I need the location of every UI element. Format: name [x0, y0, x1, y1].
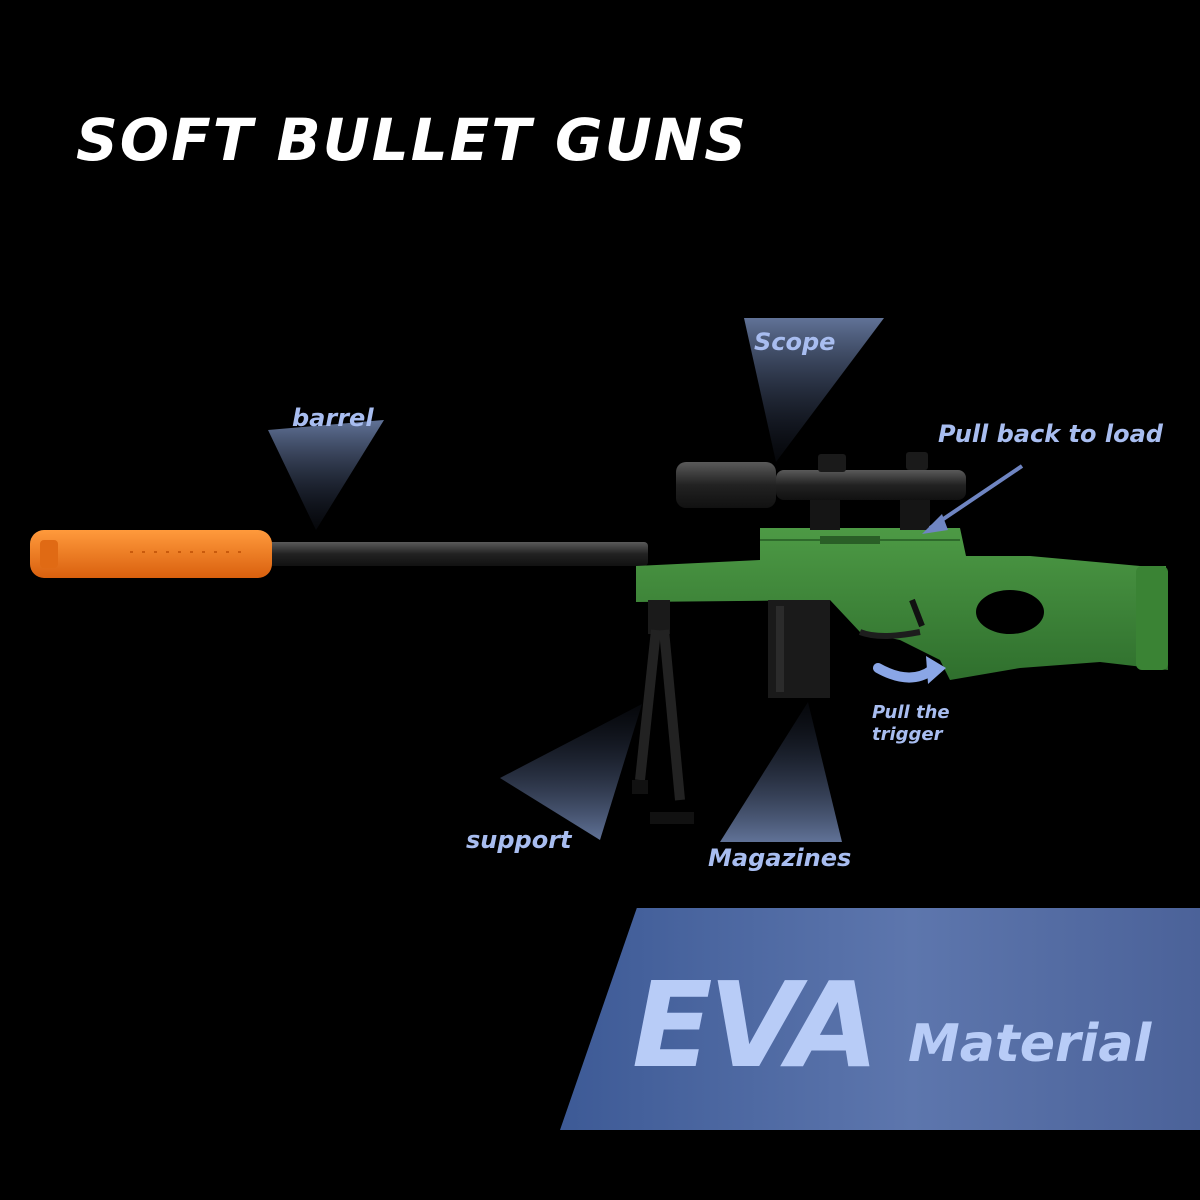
magazine	[768, 600, 830, 698]
curved-arrow-icon	[873, 656, 946, 684]
label-scope: Scope	[754, 328, 836, 356]
page-title: SOFT BULLET GUNS	[76, 106, 749, 174]
suppressor	[30, 530, 272, 578]
barrel	[268, 542, 648, 566]
label-pull-back-to-load: Pull back to load	[938, 420, 1163, 448]
label-barrel: barrel	[292, 404, 374, 432]
bipod-support	[632, 600, 694, 824]
label-magazines: Magazines	[708, 844, 852, 872]
pointer-triangle-icon	[268, 420, 384, 530]
trigger	[858, 598, 925, 639]
arrow-pull-back	[922, 464, 1024, 534]
pointer-triangle-icon	[720, 702, 842, 842]
label-trigger-line2: trigger	[872, 724, 943, 745]
pointer-triangle-icon	[500, 704, 642, 840]
scope	[676, 452, 966, 530]
banner-eva-text: EVA	[632, 956, 879, 1094]
label-pull-the-trigger: Pull the trigger	[872, 702, 950, 746]
banner-material-text: Material	[908, 1014, 1152, 1074]
label-trigger-line1: Pull the	[872, 702, 950, 723]
pointer-triangle-icon	[744, 318, 884, 462]
material-banner	[560, 908, 1200, 1130]
label-support: support	[466, 826, 572, 854]
rifle-body	[636, 528, 1168, 680]
